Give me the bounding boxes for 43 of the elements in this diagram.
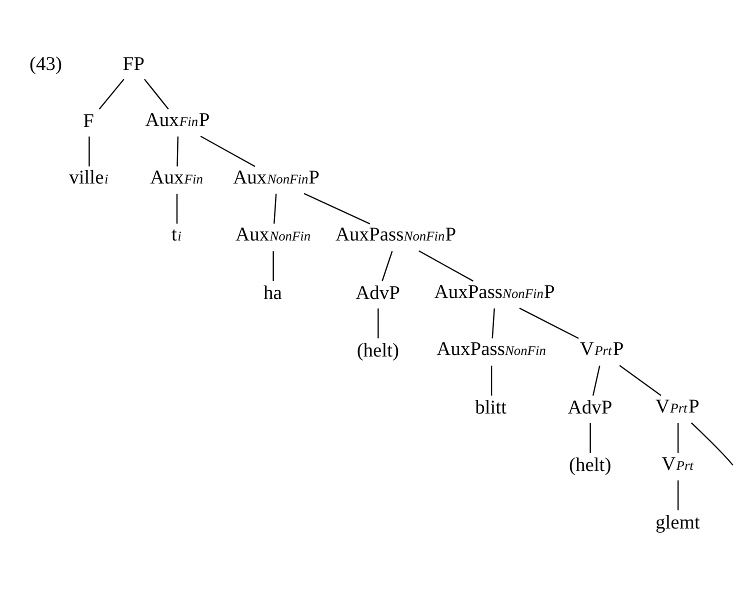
node-text: blitt [475, 398, 507, 419]
node-text: villei [69, 167, 108, 188]
connector [98, 78, 124, 110]
node-text: AuxNonFinP [233, 167, 320, 188]
node-text: (helt) [568, 455, 612, 476]
connector [272, 251, 274, 281]
node-text: (helt) [356, 340, 400, 362]
node-text: VPrtP [656, 396, 700, 418]
connector [200, 136, 256, 167]
node-text: F [83, 111, 94, 132]
connector [304, 193, 370, 224]
node-text: VPrtP [580, 339, 624, 360]
connector [690, 422, 734, 466]
connector [492, 308, 495, 338]
connector [88, 136, 90, 166]
connector [274, 194, 277, 224]
connector [490, 366, 492, 396]
connector [519, 308, 579, 339]
node-text: glemt [656, 512, 700, 534]
connector [378, 308, 379, 338]
node-text: AuxNonFin [236, 224, 311, 246]
node-text: AuxFinP [145, 110, 210, 132]
node-text: AdvP [568, 398, 612, 419]
node-text: AuxPassNonFin [436, 339, 546, 360]
node-text: AuxPassNonFinP [434, 282, 555, 303]
connector [382, 250, 393, 282]
node-text: ti [172, 224, 182, 246]
connector [144, 78, 169, 110]
node-text: AuxPassNonFinP [335, 224, 456, 246]
connector [677, 423, 679, 453]
node-text: AdvP [356, 283, 400, 304]
connector [176, 194, 178, 224]
connector [176, 136, 179, 166]
connector [677, 480, 679, 510]
node-text: AuxFin [150, 167, 203, 188]
label: (43) [29, 54, 62, 75]
connector [418, 250, 474, 282]
connector [590, 423, 591, 453]
node-text: FP [122, 54, 144, 75]
connector [619, 364, 662, 396]
node-text: ha [264, 283, 282, 304]
connector [592, 366, 600, 396]
node-text: VPrt [662, 454, 694, 475]
